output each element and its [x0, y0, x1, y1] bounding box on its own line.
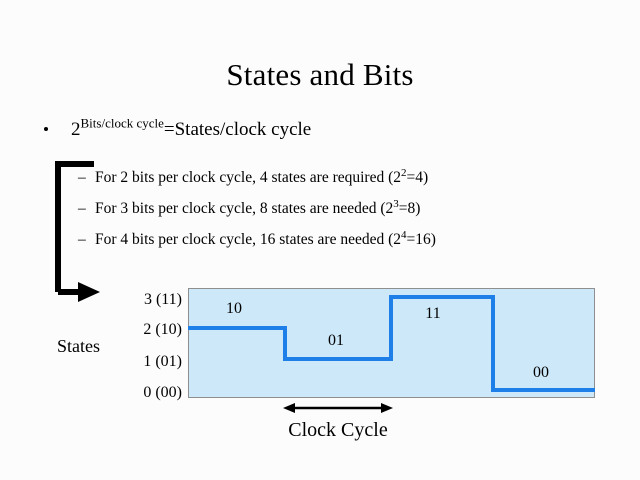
waveform-line	[188, 288, 595, 398]
bullet-dash-icon: –	[78, 200, 86, 217]
bullet-level2-2-pre: For 4 bits per clock cycle, 16 states ar…	[95, 231, 402, 248]
wave-label-10: 10	[226, 300, 242, 317]
bullet-level2-0-post: =4)	[406, 169, 429, 186]
bullet-level2-1-post: =8)	[398, 200, 421, 217]
wave-label-00: 00	[533, 364, 549, 381]
page-title: States and Bits	[226, 57, 414, 92]
bullet-level1-rest: =States/clock cycle	[163, 119, 312, 140]
y-tick-0: 0 (00)	[143, 384, 182, 401]
bullet-dash-icon: –	[78, 231, 86, 248]
clock-cycle-double-arrow-icon	[283, 403, 393, 413]
wave-label-11: 11	[425, 305, 441, 322]
bullet-level2-2-post: =16)	[406, 231, 436, 248]
y-axis-ticks: 3 (11) 2 (10) 1 (01) 0 (00)	[108, 288, 182, 401]
bullet-level1-base: 2	[71, 119, 81, 140]
bullet-dash-icon: –	[78, 169, 86, 186]
chart-plot-background	[188, 288, 595, 398]
bullet-level2-1-pre: For 3 bits per clock cycle, 8 states are…	[95, 200, 394, 217]
wave-label-01: 01	[328, 332, 344, 349]
y-tick-2: 2 (10)	[143, 321, 182, 338]
bullet-level2-2-text: For 4 bits per clock cycle, 16 states ar…	[95, 228, 436, 249]
bullet-level2-1-text: For 3 bits per clock cycle, 8 states are…	[95, 197, 421, 218]
bullet-dot-icon	[44, 127, 48, 131]
y-tick-1: 1 (01)	[143, 353, 182, 370]
y-tick-3: 3 (11)	[143, 291, 182, 308]
bullet-level2-0-pre: For 2 bits per clock cycle, 4 states are…	[95, 169, 402, 186]
bullet-level2-0-text: For 2 bits per clock cycle, 4 states are…	[95, 166, 429, 187]
bullet-level2-0-exp: 2	[401, 166, 407, 179]
elbow-arrow-icon	[55, 161, 100, 302]
bullet-level1-exponent: Bits/clock cycle	[80, 115, 164, 131]
y-axis-title: States	[57, 336, 100, 356]
bullet-level2-1-exp: 3	[393, 197, 399, 210]
bullet-level2-2-exp: 4	[401, 228, 407, 241]
bullet-level1-text: 2Bits/clock cycle=States/clock cycle	[71, 115, 312, 142]
x-axis-title: Clock Cycle	[288, 419, 388, 441]
